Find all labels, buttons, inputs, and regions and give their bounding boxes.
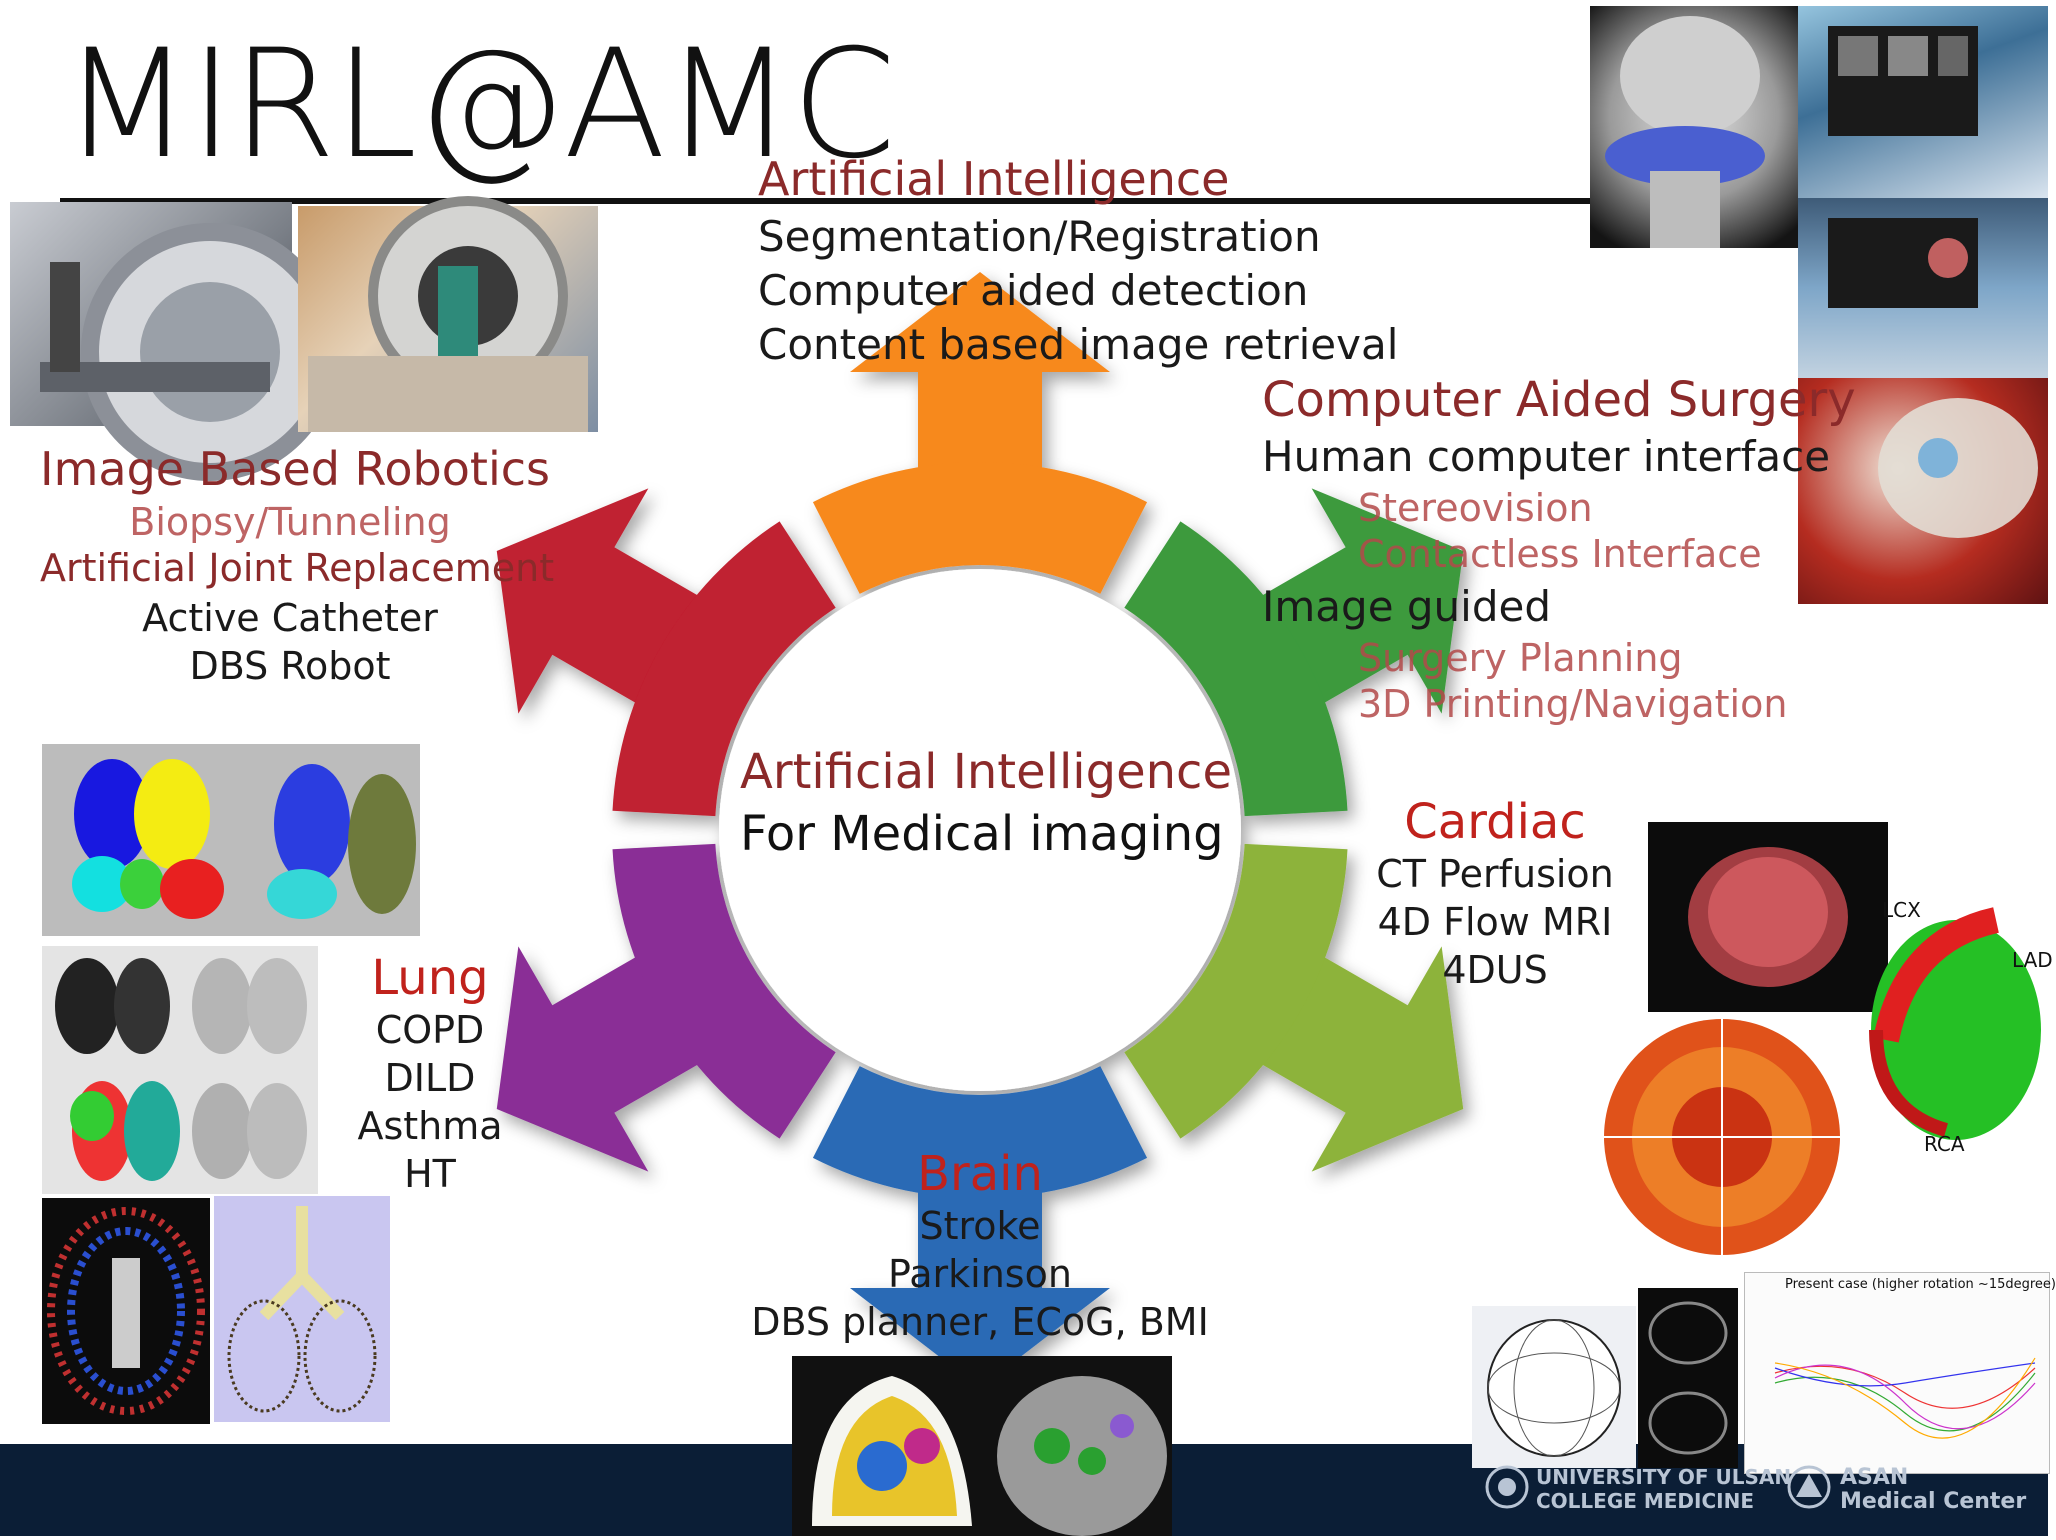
ai-segment	[812, 461, 1148, 594]
center-disk	[719, 569, 1241, 1091]
brain-item: Stroke	[919, 1204, 1041, 1248]
plot-title: Present case (higher rotation ~15degree)	[1785, 1277, 2056, 1292]
page-title: MIRL@AMC	[62, 18, 896, 192]
echo-ultrasound-image	[1638, 1288, 1738, 1468]
ct-robot-photo	[298, 196, 598, 432]
cardiac-perfusion-polar-map	[1598, 1012, 1846, 1262]
robotics-subitem: Artificial Joint Replacement	[40, 546, 555, 590]
cardiac-segment	[1124, 843, 1348, 1139]
ulsan-crest-icon	[1485, 1465, 1529, 1509]
cas-line: Image guided	[1262, 582, 1551, 631]
cardiac-item: CT Perfusion	[1376, 852, 1614, 896]
cardiac-item: 4D Flow MRI	[1377, 900, 1613, 944]
ai-item: Computer aided detection	[758, 266, 1309, 315]
cardiac-heading: Cardiac	[1404, 794, 1586, 850]
lad-label: LAD	[2012, 948, 2053, 972]
brain-heading: Brain	[917, 1146, 1043, 1202]
ai-arrow	[850, 272, 1110, 482]
cas-heading: Computer Aided Surgery	[1262, 372, 1856, 428]
ai-item: Segmentation/Registration	[758, 212, 1321, 261]
ultrasound-mesh-image	[1472, 1306, 1636, 1468]
cas-subitem: Contactless Interface	[1358, 532, 1762, 576]
cas-subitem: Stereovision	[1358, 486, 1593, 530]
ulsan-logo-line1: UNIVERSITY OF ULSAN	[1536, 1465, 1792, 1489]
ai-item: Content based image retrieval	[758, 320, 1399, 369]
lung-heading: Lung	[371, 950, 489, 1006]
lung-item: DILD	[384, 1056, 476, 1100]
lung-vessel-tree-image	[42, 1198, 210, 1424]
robotics-item: DBS Robot	[189, 644, 391, 688]
center-heading: Artificial Intelligence	[740, 744, 1232, 800]
brain-arrow	[850, 1178, 1110, 1388]
surgeon-monitor-photo-1	[1798, 6, 2048, 198]
cas-segment	[1124, 521, 1348, 817]
lung-segmentation-image	[42, 744, 420, 936]
cardiac-item: 4DUS	[1442, 948, 1548, 992]
asan-logo-line1: ASAN	[1840, 1465, 1909, 1490]
brain-item: Parkinson	[888, 1252, 1072, 1296]
brain-item: DBS planner, ECoG, BMI	[751, 1300, 1209, 1344]
cas-subitem: Surgery Planning	[1358, 636, 1683, 680]
robotics-item: Active Catheter	[142, 596, 438, 640]
ulsan-logo-line2: COLLEGE MEDICINE	[1536, 1489, 1754, 1513]
lung-item: Asthma	[357, 1104, 503, 1148]
surgeon-monitor-photo-2	[1798, 198, 2048, 378]
cas-subitem: 3D Printing/Navigation	[1358, 682, 1788, 726]
robot-render-image	[10, 202, 339, 481]
rotation-plot-image: Present case (higher rotation ~15degree)	[1744, 1272, 2056, 1474]
airway-tree-image	[214, 1196, 390, 1422]
lung-ct-scans-image	[42, 946, 318, 1194]
printed-heart-surgery-photo	[1798, 378, 2048, 604]
asan-logo-line2: Medical Center	[1840, 1489, 2027, 1514]
lcx-label: LCX	[1882, 898, 1921, 922]
title-rule	[60, 198, 1600, 204]
robotics-heading: Image Based Robotics	[40, 442, 550, 496]
rca-label: RCA	[1924, 1132, 1965, 1156]
heart-3d-render-image	[1648, 822, 1888, 1012]
ai-heading: Artificial Intelligence	[758, 152, 1230, 206]
brain-segment	[812, 1066, 1148, 1198]
lung-item: HT	[404, 1152, 456, 1196]
wheel-diagram	[496, 272, 1464, 1388]
asan-emblem-icon	[1787, 1465, 1831, 1509]
robotics-subitem: Biopsy/Tunneling	[129, 500, 451, 544]
cas-line: Human computer interface	[1262, 432, 1831, 481]
lung-segment	[612, 843, 836, 1139]
knee-implant-image	[1590, 6, 1798, 248]
lung-item: COPD	[375, 1008, 485, 1052]
coronary-vessels-image: LCX LAD RCA	[1846, 880, 2053, 1170]
robotics-segment	[612, 521, 836, 817]
center-subheading: For Medical imaging	[740, 806, 1224, 862]
brain-parcellation-image	[792, 1356, 1172, 1536]
